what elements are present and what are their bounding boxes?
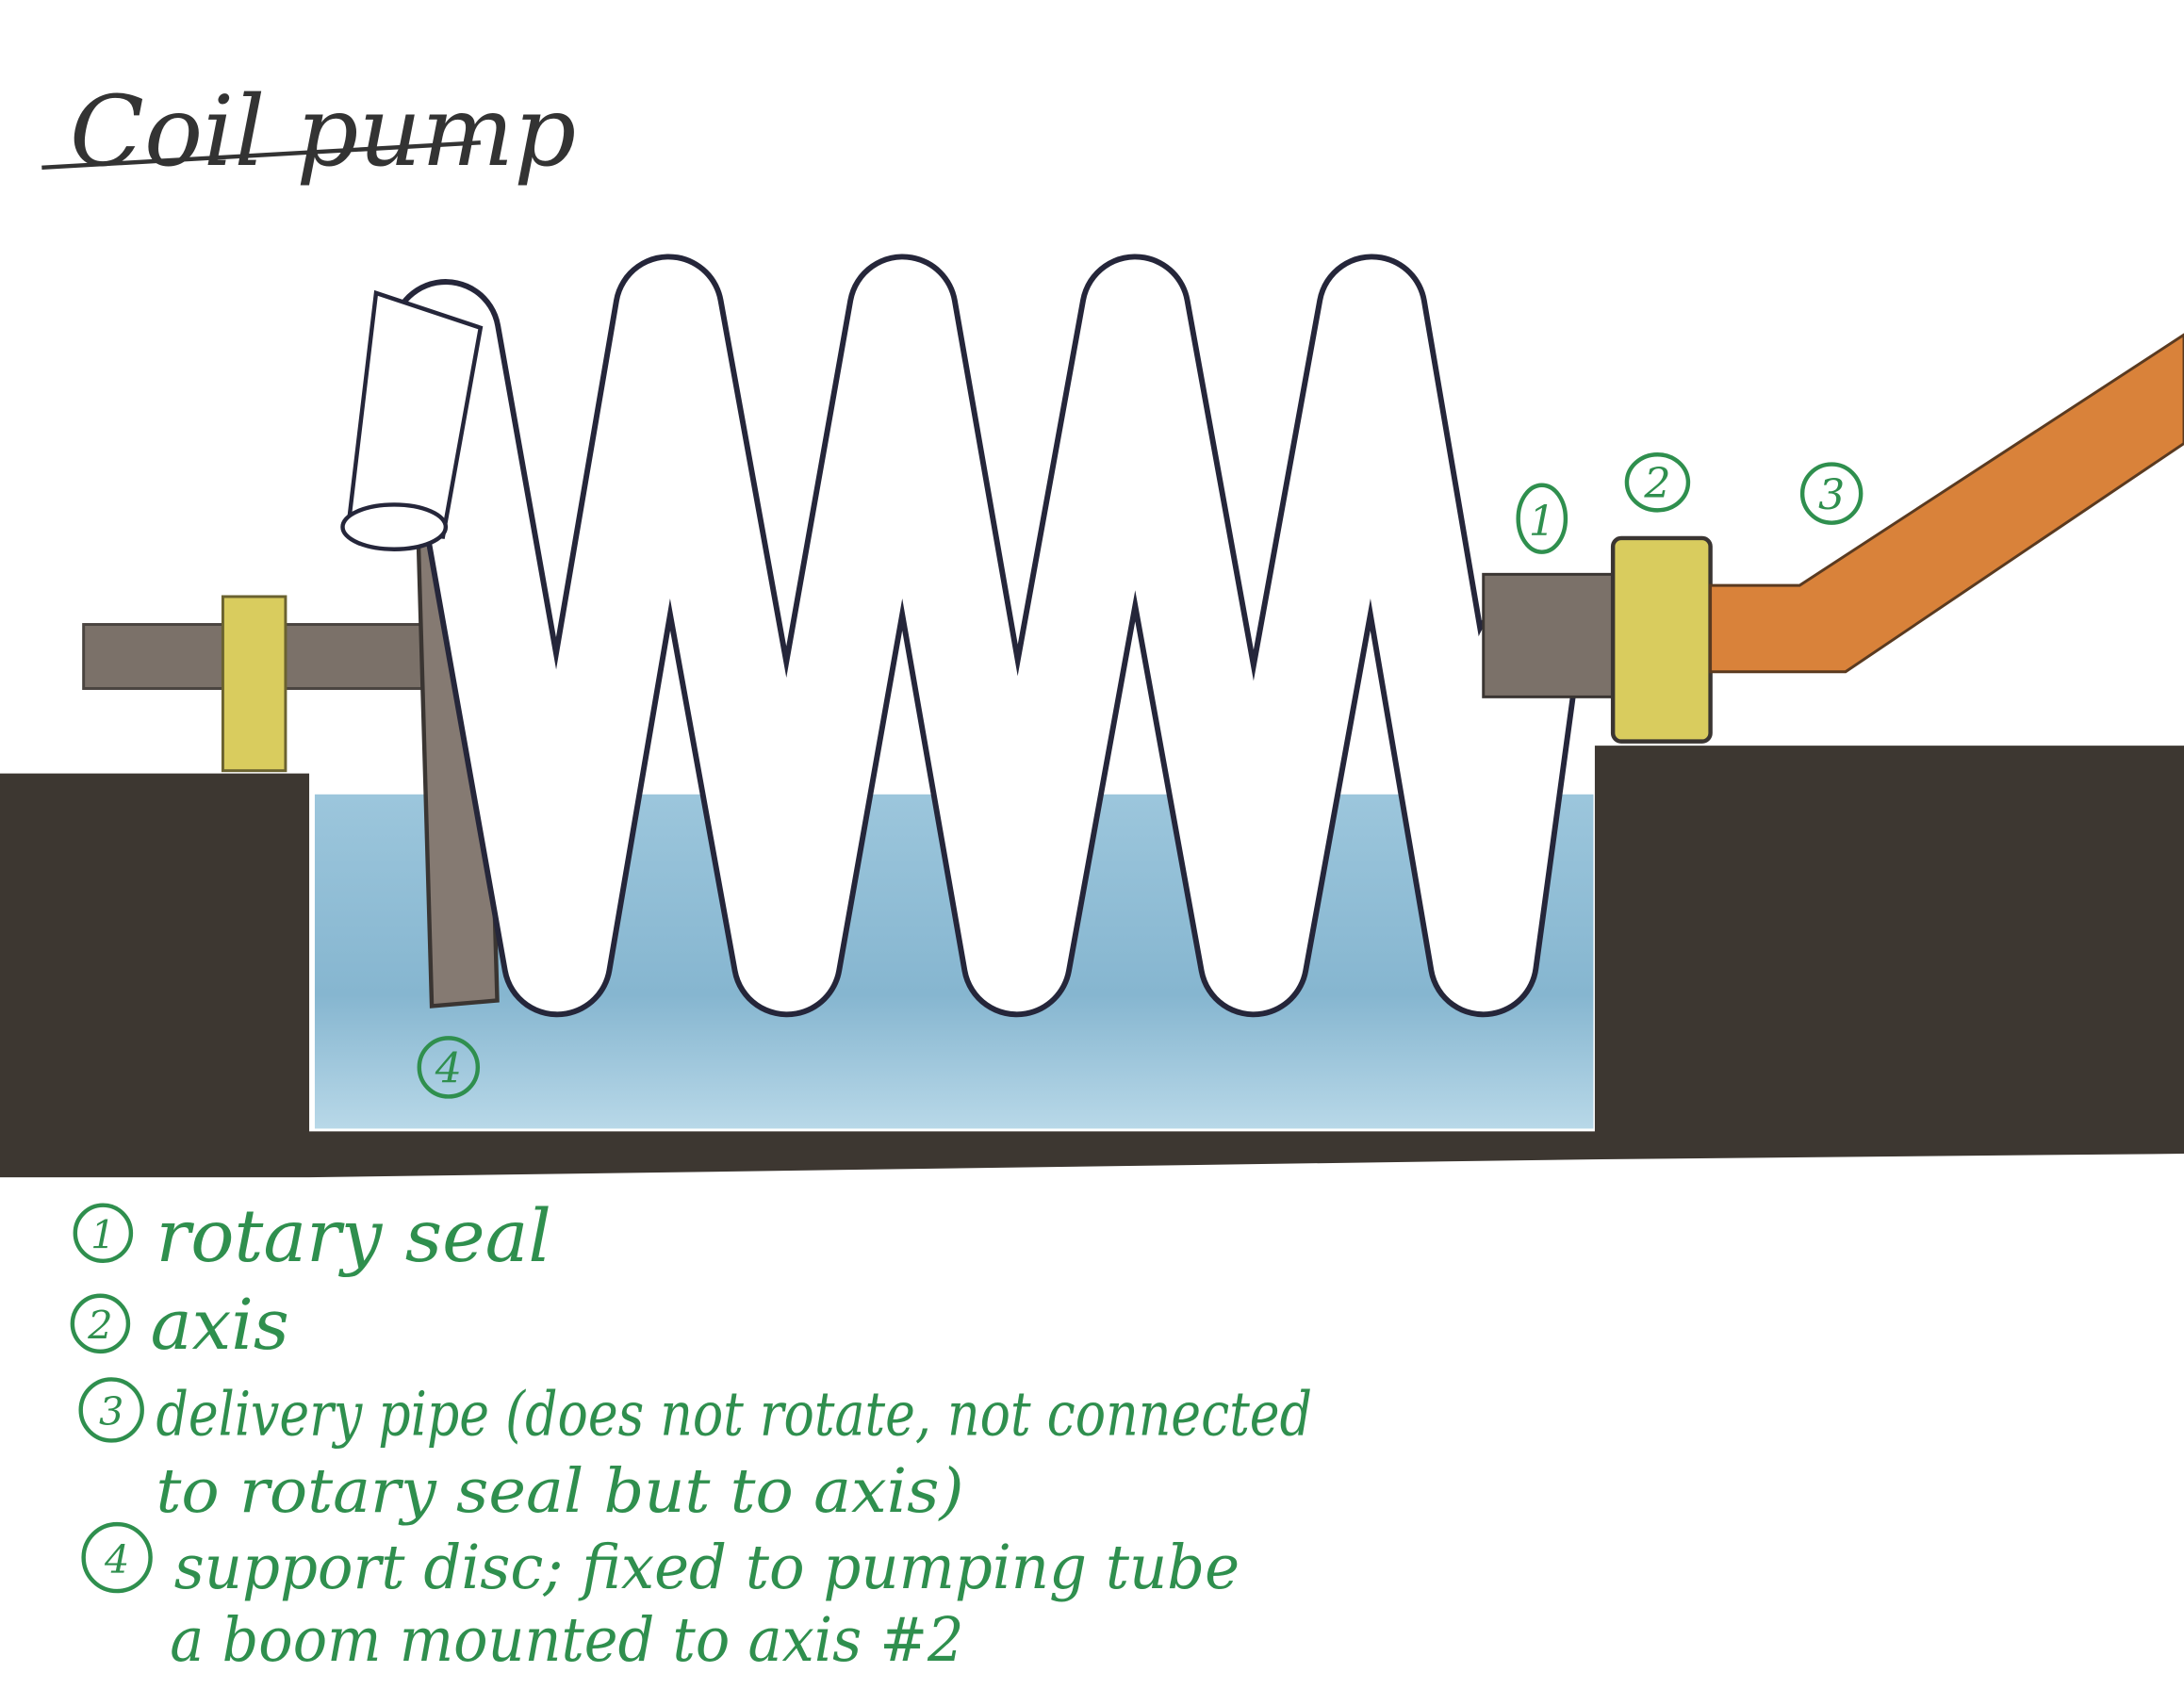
svg-text:rotary seal: rotary seal [156, 1195, 551, 1279]
legend-item-4: 4 support disc; fixed to pumping tube a … [81, 1521, 1240, 1676]
rotary-seal [1482, 572, 1617, 698]
svg-text:axis: axis [151, 1285, 289, 1366]
legend-item-2: 2 axis [70, 1285, 289, 1366]
bearing-right [1610, 535, 1713, 744]
svg-text:3: 3 [99, 1389, 123, 1435]
legend: 1 rotary seal 2 axis 3 delivery pipe (do… [70, 1195, 1312, 1676]
callout-4: 4 [417, 1036, 481, 1099]
svg-text:1: 1 [1529, 498, 1555, 546]
ground-base [0, 746, 2184, 1178]
svg-text:to rotary seal but to axis): to rotary seal but to axis) [156, 1456, 964, 1527]
svg-text:2: 2 [87, 1304, 112, 1349]
legend-item-1: 1 rotary seal [73, 1195, 551, 1279]
callout-1: 1 [1516, 483, 1568, 554]
svg-text:1: 1 [90, 1213, 115, 1258]
pumping-coil [395, 259, 1576, 1012]
delivery-pipe [1709, 333, 2184, 674]
diagram-title: Coil pump [70, 75, 577, 189]
svg-text:4: 4 [435, 1045, 462, 1093]
callout-2: 2 [1624, 452, 1691, 513]
svg-text:3: 3 [1818, 471, 1845, 519]
svg-text:support disc; fixed to pumping: support disc; fixed to pumping tube [174, 1533, 1240, 1603]
legend-item-3: 3 delivery pipe (does not rotate, not co… [78, 1377, 1312, 1527]
title-underline [41, 140, 481, 171]
svg-text:delivery pipe (does not rotate: delivery pipe (does not rotate, not conn… [156, 1380, 1312, 1451]
callout-3: 3 [1799, 462, 1864, 525]
svg-text:2: 2 [1643, 460, 1670, 508]
tube-inlet-opening [340, 502, 449, 551]
svg-text:4: 4 [104, 1537, 129, 1582]
bearing-left [221, 595, 287, 773]
svg-text:a boom mounted to axis #2: a boom mounted to axis #2 [170, 1605, 963, 1676]
